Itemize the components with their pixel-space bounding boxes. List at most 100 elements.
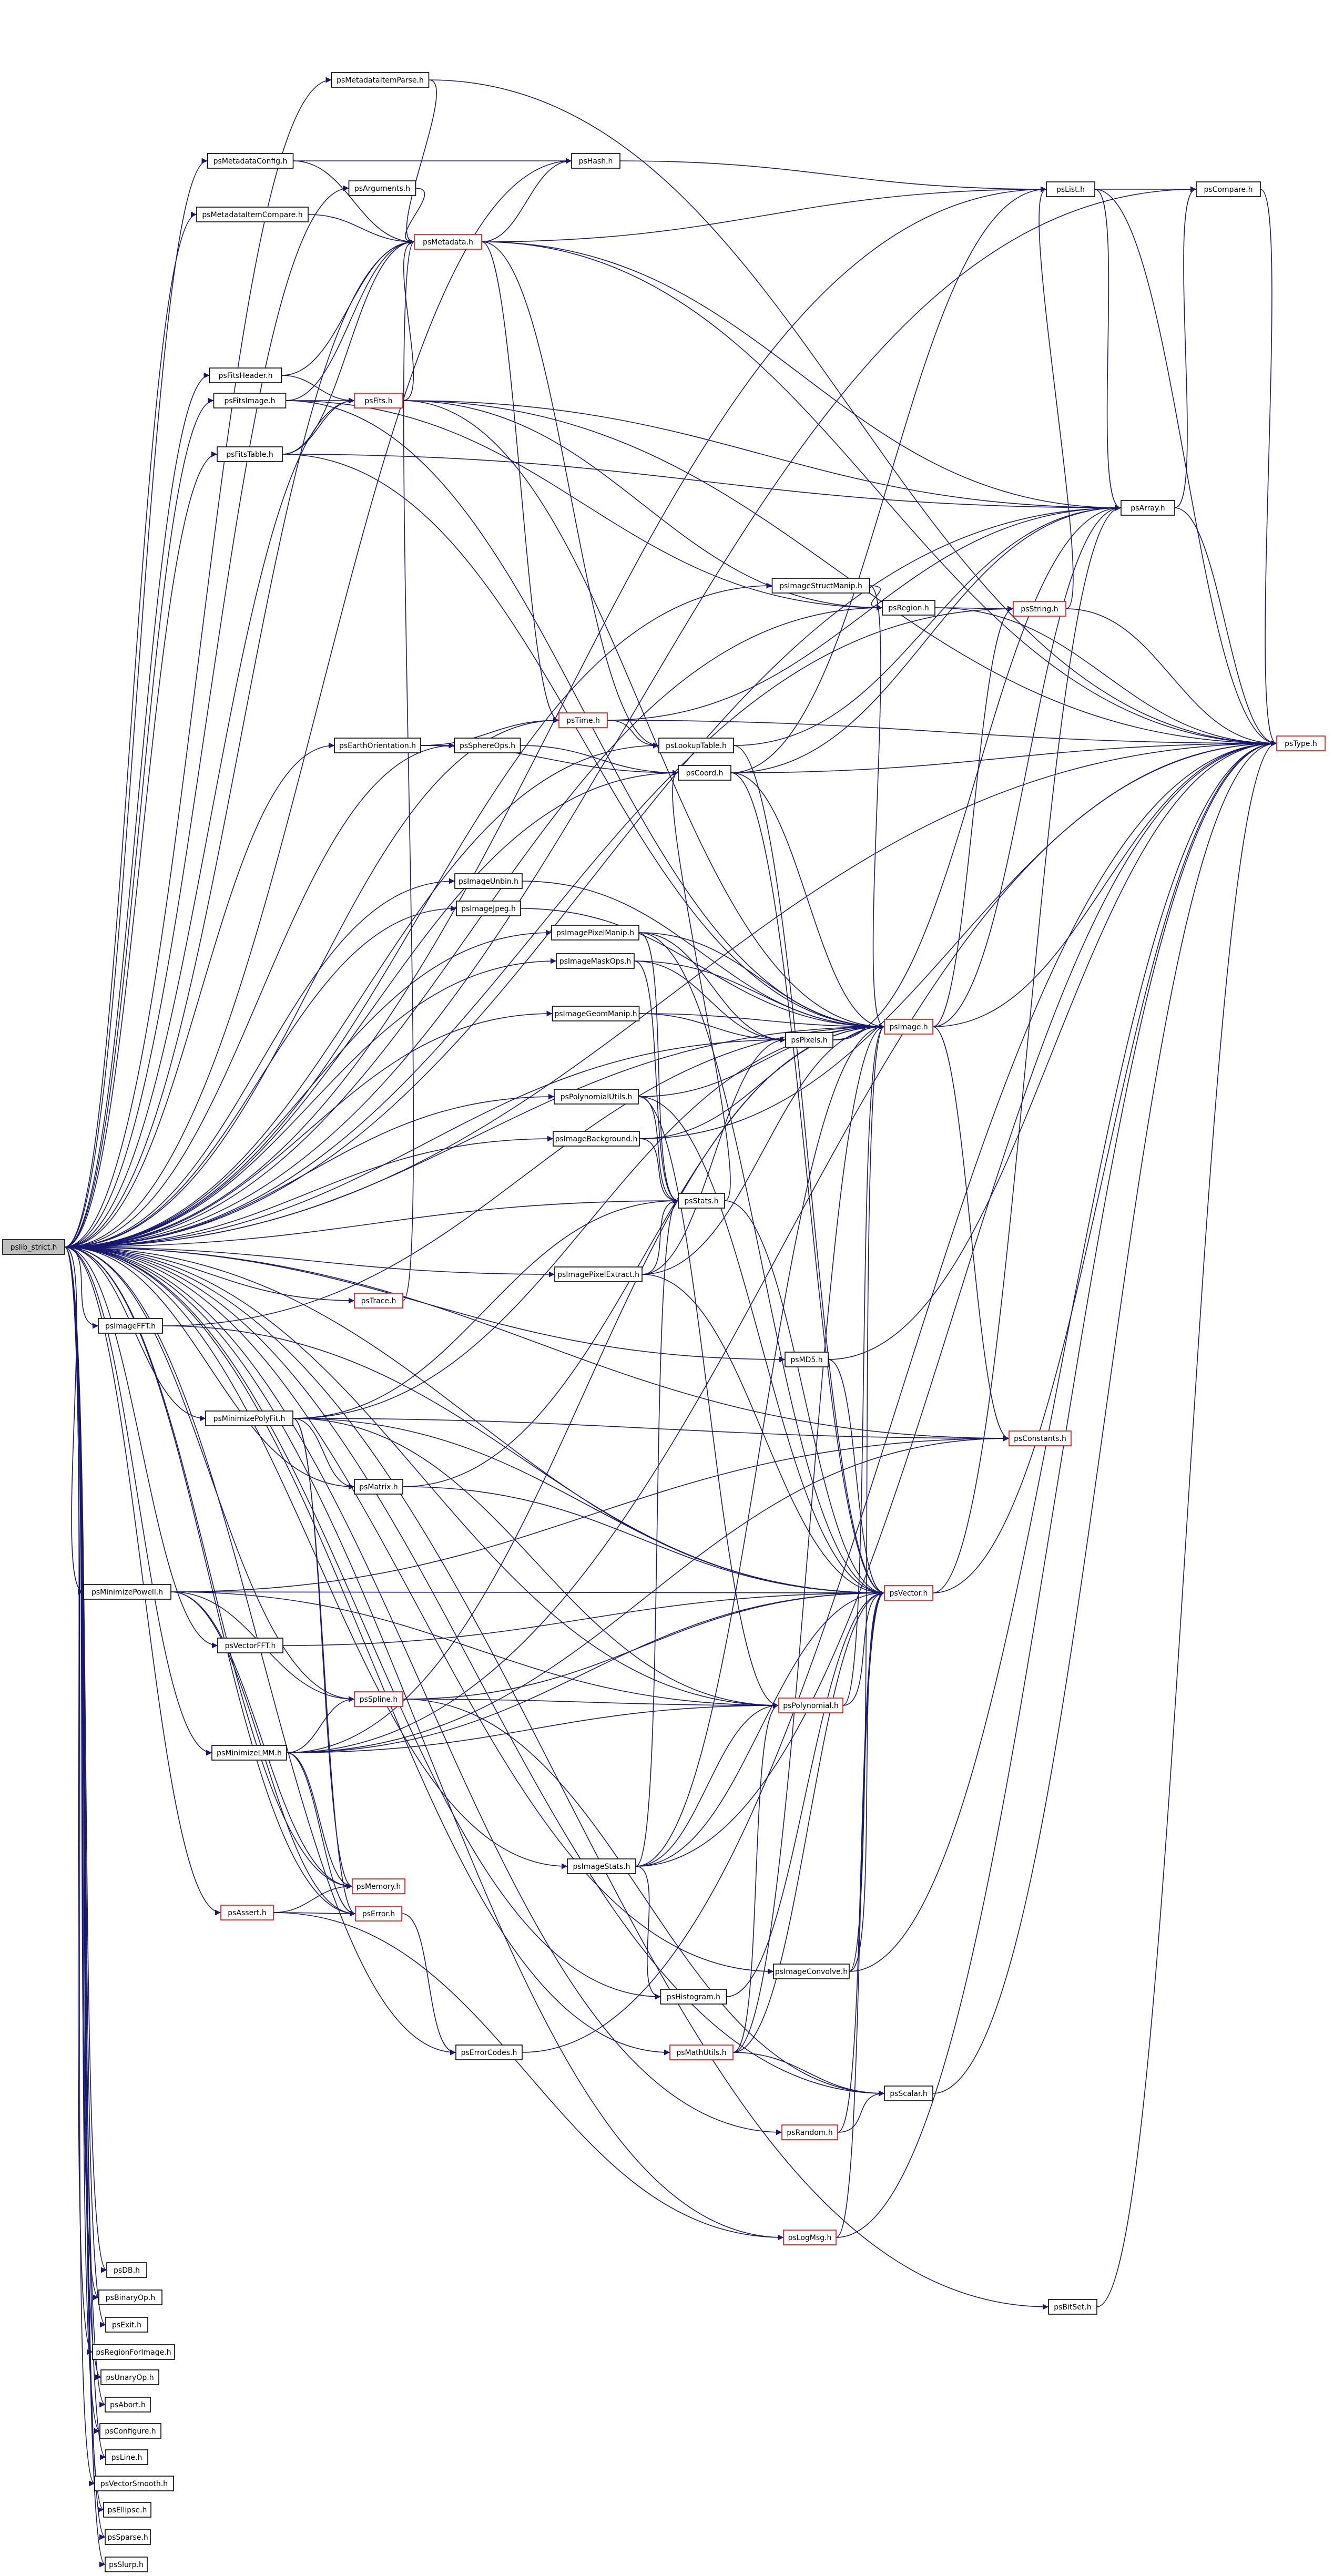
- node-psbinaryop-h[interactable]: psBinaryOp.h: [98, 2289, 162, 2305]
- node-pslist-h[interactable]: psList.h: [1046, 181, 1095, 197]
- node-psarguments-h[interactable]: psArguments.h: [348, 180, 416, 196]
- node-box: [98, 2289, 162, 2305]
- node-psimageunbin-h[interactable]: psImageUnbin.h: [454, 873, 523, 889]
- node-box: [211, 1745, 287, 1761]
- node-label: psRandom.h: [787, 2129, 832, 2137]
- node-psminimizepowell-h[interactable]: psMinimizePowell.h: [83, 1584, 171, 1600]
- node-psunaryop-h[interactable]: psUnaryOp.h: [100, 2369, 159, 2385]
- node-psassert-h[interactable]: psAssert.h: [220, 1905, 274, 1920]
- node-psstring-h[interactable]: psString.h: [1013, 601, 1066, 617]
- node-psmetadata-h[interactable]: psMetadata.h: [414, 234, 482, 250]
- edge-psmatrix-to-psvector: [402, 1486, 885, 1596]
- node-psregionforimage-h[interactable]: psRegionForImage.h: [92, 2344, 175, 2360]
- node-psimageconvolve-h[interactable]: psImageConvolve.h: [773, 1964, 850, 1979]
- node-psimagegeommanip-h[interactable]: psImageGeomManip.h: [552, 1006, 640, 1021]
- node-pslib-strict-h[interactable]: pslib_strict.h: [2, 1239, 65, 1255]
- node-pssparse-h[interactable]: psSparse.h: [105, 2529, 151, 2545]
- node-psarray-h[interactable]: psArray.h: [1121, 500, 1175, 516]
- node-psstats-h[interactable]: psStats.h: [678, 1193, 725, 1209]
- node-label: psImageStructManip.h: [779, 582, 862, 590]
- node-psimagestats-h[interactable]: psImageStats.h: [567, 1858, 636, 1874]
- node-psimagepixelextract-h[interactable]: psImagePixelExtract.h: [554, 1266, 643, 1282]
- edge-pstime-to-psarray: [607, 505, 1122, 721]
- node-psrandom-h[interactable]: psRandom.h: [781, 2124, 838, 2140]
- edge-pspolynomial-to-psvector: [842, 1590, 885, 1706]
- node-pshistogram-h[interactable]: psHistogram.h: [660, 1989, 727, 2005]
- node-psfitstable-h[interactable]: psFitsTable.h: [217, 446, 283, 462]
- node-label: psEarthOrientation.h: [339, 742, 416, 750]
- node-psmetadataitemparse-h[interactable]: psMetadataItemParse.h: [331, 72, 430, 88]
- node-psmemory-h[interactable]: psMemory.h: [352, 1878, 405, 1894]
- edge-pslib-strict-to-psfitsimage: [64, 397, 214, 1248]
- edge-pslib-strict-to-psarray: [64, 505, 1122, 1248]
- node-psearthorientation-h[interactable]: psEarthOrientation.h: [334, 738, 421, 753]
- node-label: pslib_strict.h: [11, 1243, 57, 1252]
- edge-psimagestats-to-psimage: [635, 1024, 885, 1867]
- node-psexit-h[interactable]: psExit.h: [105, 2317, 148, 2333]
- node-psslurp-h[interactable]: psSlurp.h: [105, 2557, 148, 2572]
- node-label: psRegion.h: [888, 604, 929, 612]
- node-psregion-h[interactable]: psRegion.h: [882, 600, 935, 616]
- node-psconstants-h[interactable]: psConstants.h: [1009, 1430, 1072, 1446]
- node-label: psFits.h: [364, 397, 392, 405]
- node-psminimizepolyfit-h[interactable]: psMinimizePolyFit.h: [205, 1410, 293, 1426]
- node-label: psSpline.h: [360, 1695, 398, 1704]
- node-psfitsimage-h[interactable]: psFitsImage.h: [213, 393, 287, 408]
- node-psspline-h[interactable]: psSpline.h: [354, 1691, 403, 1707]
- node-psimagemaskops-h[interactable]: psImageMaskOps.h: [556, 953, 635, 969]
- node-psimagejpeg-h[interactable]: psImageJpeg.h: [456, 901, 521, 916]
- node-psminimizelmm-h[interactable]: psMinimizeLMM.h: [211, 1745, 287, 1761]
- node-pstime-h[interactable]: psTime.h: [558, 712, 608, 728]
- edge-pslib-strict-to-psregion: [64, 605, 883, 1248]
- node-psvectorsmooth-h[interactable]: psVectorSmooth.h: [94, 2476, 174, 2491]
- edge-pslib-strict-to-psimagejpeg: [64, 905, 457, 1248]
- node-pshash-h[interactable]: psHash.h: [571, 153, 620, 169]
- node-pstype-h[interactable]: psType.h: [1276, 735, 1326, 751]
- node-pspixels-h[interactable]: psPixels.h: [785, 1032, 833, 1048]
- node-psvector-h[interactable]: psVector.h: [884, 1585, 933, 1601]
- node-psimagepixelmanip-h[interactable]: psImagePixelManip.h: [551, 925, 639, 941]
- node-label: psImageGeomManip.h: [554, 1010, 637, 1018]
- node-psfits-h[interactable]: psFits.h: [354, 393, 403, 408]
- node-pspolynomial-h[interactable]: psPolynomial.h: [778, 1698, 843, 1713]
- node-psfitsheader-h[interactable]: psFitsHeader.h: [209, 367, 282, 383]
- node-pserrorcodes-h[interactable]: psErrorCodes.h: [455, 2045, 523, 2060]
- node-psmd5-h[interactable]: psMD5.h: [785, 1352, 829, 1367]
- node-psconfigure-h[interactable]: psConfigure.h: [99, 2423, 161, 2439]
- edge-pspolynomialutils-to-pspolynomial: [638, 1096, 779, 1709]
- node-pstrace-h[interactable]: psTrace.h: [354, 1293, 403, 1309]
- edge-psminimizepolyfit-to-psstats: [292, 1198, 679, 1419]
- node-psvectorfft-h[interactable]: psVectorFFT.h: [217, 1638, 283, 1653]
- node-psmatrix-h[interactable]: psMatrix.h: [354, 1479, 403, 1495]
- node-psimagestructmanip-h[interactable]: psImageStructManip.h: [771, 578, 870, 594]
- edge-psminimizepolyfit-to-psmemory: [292, 1418, 353, 1889]
- node-psabort-h[interactable]: psAbort.h: [105, 2397, 151, 2413]
- edge-pslib-strict-to-psassert: [64, 1246, 221, 1916]
- node-psmetadataconfig-h[interactable]: psMetadataConfig.h: [207, 153, 294, 169]
- edges-layer: [64, 77, 1277, 2568]
- node-pscompare-h[interactable]: psCompare.h: [1196, 181, 1261, 197]
- node-label: psVectorSmooth.h: [100, 2480, 168, 2488]
- node-psline-h[interactable]: psLine.h: [105, 2449, 148, 2465]
- edge-pscoord-to-psvector: [730, 772, 885, 1596]
- node-psdb-h[interactable]: psDB.h: [106, 2262, 147, 2278]
- node-psscalar-h[interactable]: psScalar.h: [884, 2086, 933, 2101]
- edge-pslib-strict-to-psminimizelmm: [64, 1246, 212, 1756]
- node-psmathutils-h[interactable]: psMathUtils.h: [669, 2045, 734, 2060]
- node-pspolynomialutils-h[interactable]: psPolynomialUtils.h: [554, 1089, 639, 1105]
- node-pssphereops-h[interactable]: psSphereOps.h: [454, 738, 521, 753]
- edge-pslib-strict-to-psarguments: [64, 185, 349, 1248]
- node-psimagebackground-h[interactable]: psImageBackground.h: [553, 1131, 640, 1147]
- edge-pslib-strict-to-psfits: [64, 397, 355, 1248]
- node-pslogmsg-h[interactable]: psLogMsg.h: [783, 2230, 837, 2245]
- node-label: psTime.h: [566, 717, 600, 725]
- node-pscoord-h[interactable]: psCoord.h: [678, 765, 731, 781]
- node-pslookuptable-h[interactable]: psLookupTable.h: [658, 738, 734, 753]
- node-psimagefft-h[interactable]: psImageFFT.h: [98, 1318, 163, 1334]
- node-psellipse-h[interactable]: psEllipse.h: [103, 2502, 151, 2518]
- node-psimage-h[interactable]: psImage.h: [884, 1019, 933, 1035]
- node-psbitset-h[interactable]: psBitSet.h: [1048, 2299, 1097, 2315]
- node-psmetadataitemcompare-h[interactable]: psMetadataItemCompare.h: [196, 207, 309, 222]
- node-box: [658, 738, 734, 753]
- node-pserror-h[interactable]: psError.h: [355, 1906, 402, 1921]
